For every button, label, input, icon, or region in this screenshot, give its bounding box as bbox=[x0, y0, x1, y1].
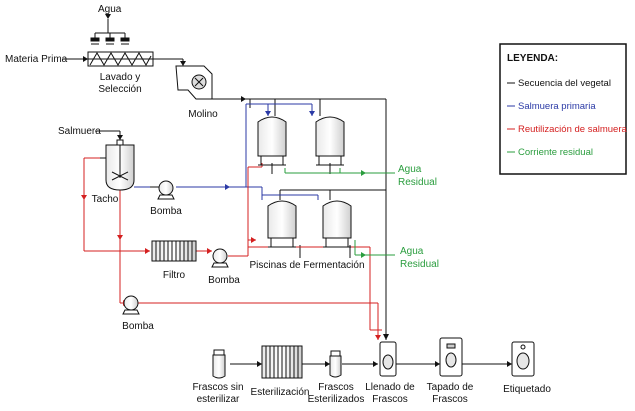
label-frascos-est-2: Esterilizados bbox=[308, 394, 365, 405]
label-agua-residual-1a: Agua bbox=[398, 164, 422, 175]
vegetable-flow-lines bbox=[62, 58, 512, 365]
mill-icon bbox=[175, 65, 213, 100]
label-agua-residual-1b: Residual bbox=[398, 177, 437, 188]
legend: LEYENDA: Secuencia del vegetal Salmuera … bbox=[499, 43, 627, 175]
filling-machine-icon bbox=[379, 341, 397, 377]
label-frascos-sin-2: esterilizar bbox=[197, 394, 240, 405]
label-molino: Molino bbox=[188, 109, 218, 120]
label-salmuera: Salmuera bbox=[58, 126, 101, 137]
label-agua: Agua bbox=[98, 4, 122, 15]
label-agua-residual-2a: Agua bbox=[400, 246, 424, 257]
legend-item: Secuencia del vegetal bbox=[518, 78, 611, 89]
label-tapado-2: Frascos bbox=[432, 394, 468, 405]
label-tacho: Tacho bbox=[92, 194, 119, 205]
pump-icon bbox=[150, 180, 175, 200]
fermentation-tank-icon bbox=[322, 200, 352, 248]
legend-title: LEYENDA: bbox=[507, 53, 558, 64]
label-piscinas: Piscinas de Fermentación bbox=[249, 260, 364, 271]
fermentation-tank-icon bbox=[315, 116, 345, 166]
label-llenado-1: Llenado de bbox=[365, 382, 415, 393]
label-bomba-3: Bomba bbox=[122, 321, 154, 332]
fermentation-tank-icon bbox=[257, 116, 287, 166]
legend-item: Salmuera primaria bbox=[518, 101, 596, 112]
fermentation-tank-icon bbox=[267, 200, 297, 248]
label-filtro: Filtro bbox=[163, 270, 186, 281]
label-lavado-2: Selección bbox=[98, 84, 141, 95]
label-lavado-1: Lavado y bbox=[100, 72, 141, 83]
brine-flow-lines bbox=[176, 103, 319, 200]
label-materia-prima: Materia Prima bbox=[5, 54, 68, 65]
brine-tank-icon bbox=[95, 130, 135, 191]
washing-conveyor-icon bbox=[87, 51, 154, 67]
sterilizer-icon bbox=[261, 345, 303, 379]
label-bomba-2: Bomba bbox=[208, 275, 240, 286]
brine-flow-arrows bbox=[225, 111, 315, 190]
filter-icon bbox=[151, 240, 197, 262]
brine-input-arrow bbox=[117, 135, 123, 140]
label-etiquetado: Etiquetado bbox=[503, 384, 551, 395]
label-llenado-2: Frascos bbox=[372, 394, 408, 405]
pump-icon bbox=[211, 248, 229, 268]
water-sprinkler-icon bbox=[90, 19, 130, 45]
label-frascos-est-1: Frascos bbox=[318, 382, 354, 393]
label-agua-residual-2b: Residual bbox=[400, 259, 439, 270]
water-input-arrow bbox=[105, 14, 111, 19]
legend-box bbox=[499, 43, 627, 175]
label-bomba-1: Bomba bbox=[150, 206, 182, 217]
label-esterilizacion: Esterilización bbox=[251, 387, 310, 398]
pump-icon bbox=[122, 295, 140, 315]
label-tapado-1: Tapado de bbox=[427, 382, 474, 393]
vegetable-flow-arrows bbox=[83, 56, 512, 367]
label-frascos-sin-1: Frascos sin bbox=[192, 382, 243, 393]
waste-flow-arrows bbox=[361, 170, 366, 258]
legend-item: Corriente residual bbox=[518, 147, 593, 158]
capping-machine-icon bbox=[439, 337, 463, 377]
jar-icon bbox=[212, 349, 226, 379]
labeling-machine-icon bbox=[511, 341, 535, 377]
legend-item: Reutilización de salmuera bbox=[518, 124, 627, 135]
jar-icon bbox=[329, 350, 342, 378]
